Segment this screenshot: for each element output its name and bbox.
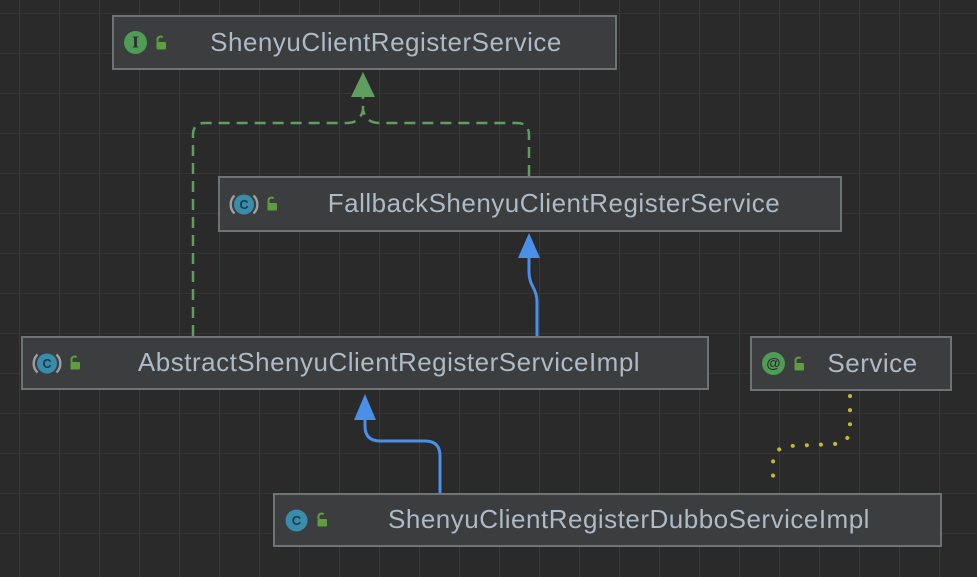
- interface-icon: I: [124, 31, 147, 54]
- abstract-class-icon: C: [32, 353, 62, 373]
- annotation-node-service[interactable]: @ Service: [750, 336, 952, 391]
- inheritance-arrowhead-fallback: [518, 233, 540, 258]
- class-icon: C: [285, 509, 308, 531]
- class-node-abstract-shenyu-client-register-service-impl[interactable]: C AbstractShenyuClientRegisterServiceImp…: [21, 336, 709, 390]
- realization-arrowhead: [351, 72, 375, 97]
- inheritance-edge-dubbo-to-abstract: [363, 420, 442, 493]
- node-label: ShenyuClientRegisterDubboServiceImpl: [388, 504, 870, 534]
- svg-text:I: I: [132, 34, 139, 52]
- node-icons: @: [761, 351, 807, 376]
- unlocked-icon: [794, 356, 804, 370]
- class-node-fallback-shenyu-client-register-service[interactable]: C FallbackShenyuClientRegisterService: [218, 176, 842, 232]
- node-label: AbstractShenyuClientRegisterServiceImpl: [137, 347, 641, 377]
- inheritance-arrowhead-abstract: [354, 394, 376, 420]
- node-icons: C: [284, 508, 330, 533]
- node-label: ShenyuClientRegisterService: [210, 26, 562, 57]
- svg-text:C: C: [42, 357, 51, 371]
- annotation-icon: @: [762, 352, 785, 375]
- svg-text:C: C: [292, 513, 302, 528]
- node-label: FallbackShenyuClientRegisterService: [327, 188, 781, 218]
- svg-text:C: C: [239, 198, 248, 212]
- annotation-edge-dubbo-to-service: [771, 394, 852, 491]
- svg-text:@: @: [766, 356, 780, 372]
- unlocked-icon: [317, 512, 327, 527]
- unlocked-icon: [267, 196, 277, 211]
- node-icons: C: [229, 192, 280, 217]
- node-label: Service: [827, 347, 918, 378]
- class-node-shenyu-client-register-dubbo-service-impl[interactable]: C ShenyuClientRegisterDubboServiceImpl: [273, 493, 942, 547]
- realization-edge-left-branch: [191, 97, 365, 336]
- node-icons: C: [32, 351, 83, 376]
- unlocked-icon: [70, 355, 80, 370]
- class-node-shenyu-client-register-service[interactable]: I ShenyuClientRegisterService: [112, 15, 617, 70]
- abstract-class-icon: C: [229, 194, 259, 214]
- unlocked-icon: [156, 35, 166, 49]
- node-icons: I: [123, 30, 169, 55]
- realization-edge-right-branch: [361, 109, 531, 176]
- inheritance-edge-abstract-to-fallback: [527, 258, 539, 336]
